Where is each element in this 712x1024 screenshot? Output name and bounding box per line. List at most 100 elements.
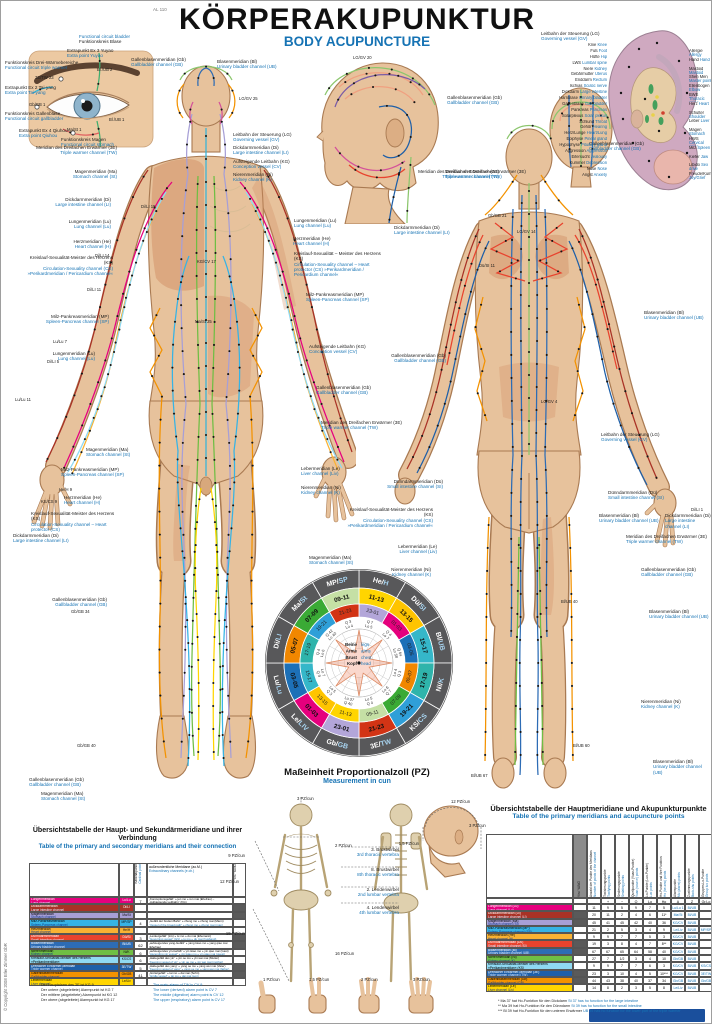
label-en: Triple warmer channel (TW) xyxy=(442,174,499,180)
label-de: Dünndarmmeridian (Dü) xyxy=(393,479,443,484)
eye-point-tag: Bl./UB 1 xyxy=(109,117,125,122)
meridian-name-en: Lung channel xyxy=(31,900,51,905)
value-cell: 7 xyxy=(643,904,657,912)
meridian-name-cell: Blasenmeridian (Bl)Urinary bladder chann… xyxy=(486,947,573,956)
label-en: 8th thoracic vertebra xyxy=(357,872,399,878)
extraordinary-de: „Gürtelgefäß“ » tai mo » dai mai (Sohn) xyxy=(149,970,200,975)
head-profile-illustration xyxy=(316,62,439,224)
meridian-name-en: Stomach channel (St) xyxy=(488,922,519,926)
ear-label-de: Leber xyxy=(689,119,701,124)
header-col-en: Tonifying points xyxy=(607,875,611,897)
value-cell: 7 xyxy=(629,933,643,941)
value-cell: 9 xyxy=(657,925,671,934)
clock-ring-text: Lo 7 xyxy=(381,632,390,641)
cun-measure-label: 19 PZ/cun xyxy=(225,931,245,936)
label-en: Large intestine channel (LI) xyxy=(55,202,111,208)
meridian-label: Dickdarmmeridian (Di)Large intestine cha… xyxy=(13,533,69,544)
label-en: Conception vessel (CV) xyxy=(233,164,282,170)
meridian-label: Dickdarmmeridian (Di)Large intestine cha… xyxy=(394,225,450,236)
value-cell: 11 xyxy=(587,904,601,912)
cun-hand-label: 1 PZ/cun xyxy=(263,977,280,982)
meridian-label: Leitbahn der Steuerung (LG)Governing ves… xyxy=(541,31,599,42)
value-cell: Bl/UB 19 xyxy=(685,976,699,985)
footnote-line: *** Bl 39 hat Ho-Funktion für den untere… xyxy=(498,1009,711,1014)
label-en: Large intestine channel (LI) xyxy=(13,538,69,544)
header-col-de: Yin / YANG xyxy=(577,881,582,897)
extraordinary-channel-cell: „aufsteigendes yin-Gefäß“ » yin tsiao mo… xyxy=(147,948,233,957)
cun-measure-label: 3 PZ/cun xyxy=(469,823,486,828)
label-en: Stomach channel (St) xyxy=(72,174,117,180)
clock-ring-text: Lo 37 xyxy=(344,695,355,702)
ear-label: HWS Cervical spine xyxy=(689,137,711,146)
clock-ring-text: Lu/Lu xyxy=(272,675,284,695)
value-cell: 5 xyxy=(657,904,671,912)
clock-ring-text: Q 7 xyxy=(366,619,373,625)
meridian-abbr-cell: Lu/Lu xyxy=(119,897,134,905)
ear-label: Magen Stomach xyxy=(689,128,711,137)
right-table-title-en: Table of the primary meridians and acupu… xyxy=(512,813,685,820)
meridian-name-cell: Dünndarmmeridian (Dü)Small intestine cha… xyxy=(486,940,573,948)
value-cell: KG/CV 12 xyxy=(671,918,685,926)
header-extraordinary: außerordentliche Meridiane (ao.M.)Extrao… xyxy=(147,863,233,897)
item-code: AL 110 xyxy=(153,7,167,12)
meridian-name-cell: Dickdarmmeridian (Di)Large intestine cha… xyxy=(486,911,573,919)
ear-label-en: Lumbar spine xyxy=(582,60,607,65)
clock-ring-text: 17-19 xyxy=(418,671,429,689)
front-head xyxy=(181,65,231,127)
yin-yang-cell xyxy=(233,970,246,979)
ear-label-de: Milz xyxy=(689,145,698,150)
value-cell: 38 xyxy=(615,976,629,985)
value-cell: 3 xyxy=(629,955,643,963)
meridian-label: Gallenblasenmeridian (Gb)Gallbladder cha… xyxy=(29,777,84,788)
yin-yang-cell xyxy=(573,947,587,956)
extraordinary-channel-cell: „Gürtelgefäß“ » tai mo » dai mai (Sohn)“… xyxy=(147,970,233,979)
label-de: Gallenblasenmeridian (Gb) xyxy=(641,567,696,572)
clock-ring-text: Lo 5 xyxy=(365,623,374,630)
meridian-name-de: Nierenmeridian xyxy=(31,948,54,953)
subheader-symbol: Z xyxy=(685,898,699,904)
right-table-footnotes: * Ma 37 hat Ho-Funktion für den Dickdarm… xyxy=(498,999,711,1014)
header-extra-en: Extraordinary channels (e.ch.) xyxy=(149,869,195,873)
acupoint-tag: KS/CS 9 xyxy=(41,499,58,504)
meridian-label: Milz-Pankreasmeridian (MP)Spleen-Pancrea… xyxy=(61,467,124,478)
value-cell: 42 xyxy=(629,918,643,926)
label-en: Urinary bladder channel (UB) xyxy=(653,764,702,775)
value-cell: 4 xyxy=(629,940,643,948)
acupuncture-points xyxy=(194,498,201,754)
value-cell: Bl/UB 20 xyxy=(685,925,699,934)
clock-ring-text: 15-17 xyxy=(303,670,312,684)
ear-label: Dickdarm Large intestine xyxy=(547,90,607,96)
label-de: Lungenmeridian (Lu) xyxy=(52,351,95,356)
ear-label-de: Kummer xyxy=(569,160,587,165)
value-cell: 36 xyxy=(657,918,671,926)
meridian-name-en: Lung channel (Lu) xyxy=(488,907,514,912)
ear-label-en: Joy/Grief xyxy=(689,175,706,181)
label-en: Kidney channel (K) xyxy=(392,572,431,578)
cardinal-point-cell xyxy=(134,926,147,934)
cun-hand-label: 3 PZ/cun xyxy=(413,977,430,982)
value-cell: KS/CS 5 xyxy=(699,962,712,970)
acupoint-tag: Di/LI 15 xyxy=(141,204,156,209)
ear-label: Enddarm Rectum xyxy=(547,78,607,84)
acupuncture-points xyxy=(190,182,201,737)
acupuncture-points xyxy=(534,201,540,756)
label-de: Milz-Pankreasmeridian (MP) xyxy=(61,467,119,472)
meridian-label: Kreislauf-Sexualität-Meister des Herzens… xyxy=(345,507,433,528)
cardinal-point-cell xyxy=(134,911,147,920)
cun-measure-label: 12 PZ/cun xyxy=(219,879,239,884)
value-cell: Bl/UB 27 xyxy=(685,940,699,948)
header-extra-de: außerordentliche Meridiane (ao.M.) xyxy=(149,865,202,869)
ear-label: Allergie Allergy xyxy=(689,49,711,58)
value-cell xyxy=(699,947,711,956)
footnote-en: St 39 has ho function for the small inte… xyxy=(571,1003,642,1008)
meridian-abbr-cell: KS/CS xyxy=(119,956,134,964)
label-de: Blasenmeridian (Bl) xyxy=(644,310,685,315)
skeleton-front xyxy=(252,797,332,983)
ear-label-de: Hypophyse xyxy=(559,143,582,148)
footnote-line: Der Hauptalarm des 3E ist KG 9 xyxy=(41,983,94,987)
